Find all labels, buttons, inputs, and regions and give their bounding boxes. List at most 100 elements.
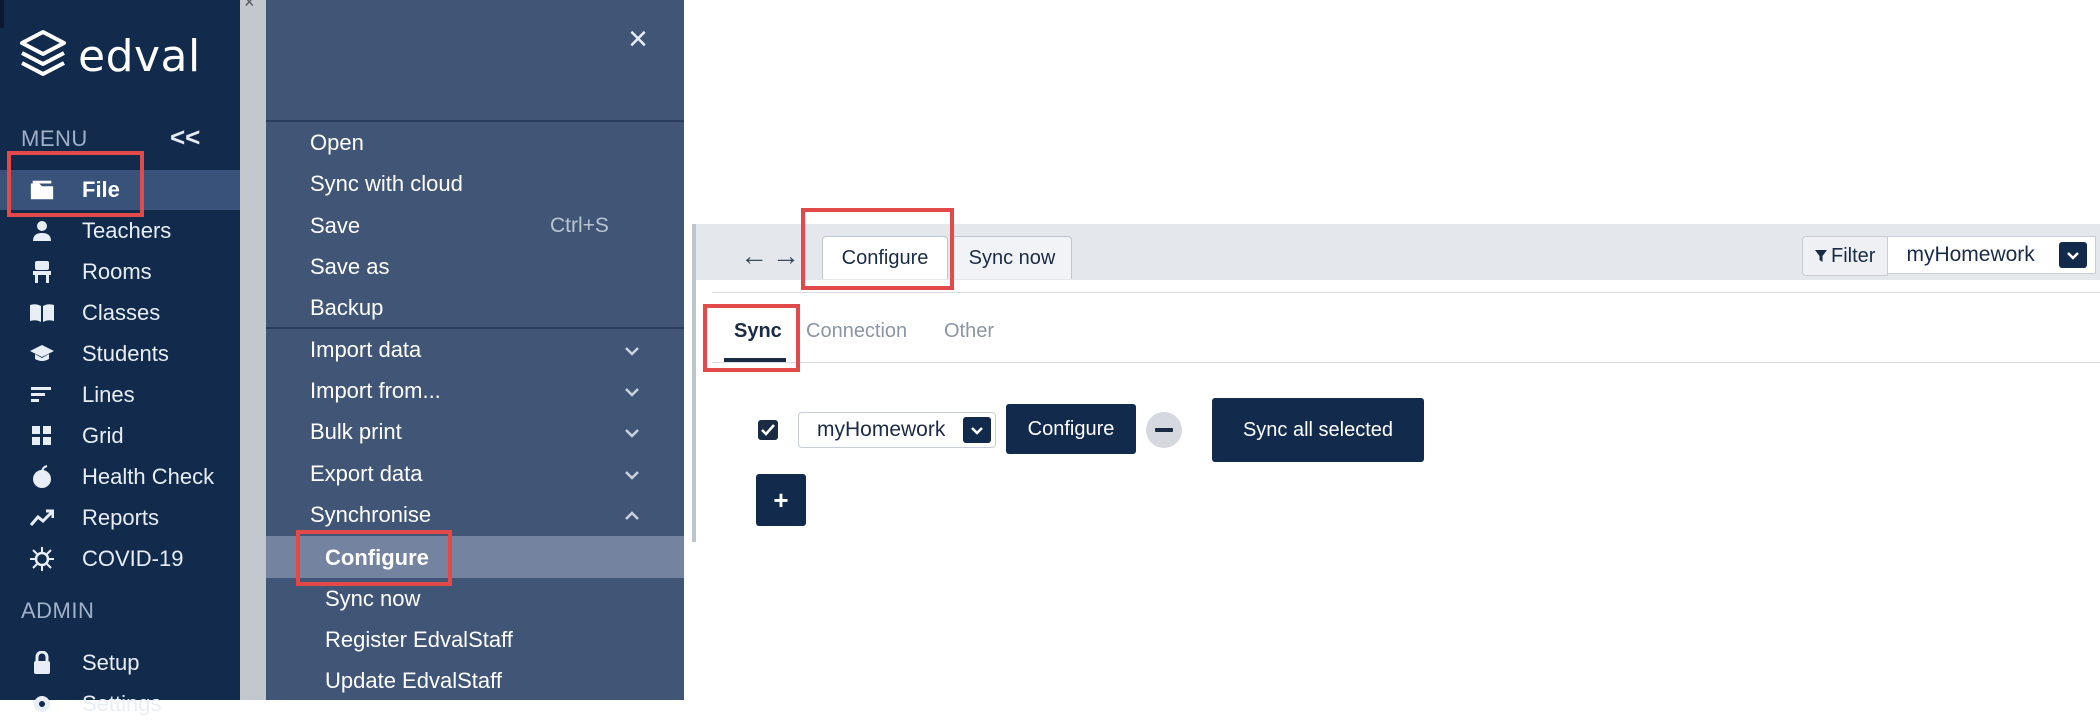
sidebar-item-label: Teachers: [82, 218, 172, 243]
submenu-active-highlight: [266, 536, 684, 578]
minus-icon: [1155, 428, 1173, 432]
chevron-down-icon: [625, 347, 639, 356]
sidebar-item-classes[interactable]: Classes: [0, 293, 240, 333]
forward-arrow-icon[interactable]: →: [772, 240, 800, 271]
sidebar-item-label: Settings: [82, 691, 162, 716]
chevron-up-icon: [625, 511, 639, 520]
sidebar-item-label: Setup: [82, 650, 140, 675]
sidebar-item-students[interactable]: Students: [0, 334, 240, 374]
lines-icon: [29, 382, 55, 408]
sidebar-item-settings[interactable]: Settings: [0, 684, 240, 724]
sidebar-item-lines[interactable]: Lines: [0, 375, 240, 415]
collapse-sidebar-button[interactable]: <<: [170, 122, 201, 152]
sidebar-item-setup[interactable]: Setup: [0, 643, 240, 683]
sidebar-item-reports[interactable]: Reports: [0, 498, 240, 538]
sync-target-value: myHomework: [817, 418, 946, 441]
tab-configure[interactable]: Configure: [822, 236, 948, 279]
filter-label: Filter: [1831, 244, 1876, 267]
chair-icon: [29, 259, 55, 285]
highlight-configure-tab: [801, 208, 954, 290]
filter-group: Filter myHomework: [1802, 236, 2097, 276]
sidebar: edval MENU << File Teachers Rooms Classe…: [0, 0, 240, 716]
divider: [266, 120, 684, 122]
sidebar-item-teachers[interactable]: Teachers: [0, 211, 240, 251]
sidebar-item-label: Students: [82, 341, 169, 366]
submenu-item-register-edvalstaff[interactable]: Register EdvalStaff: [325, 627, 513, 652]
highlight-sync-subtab: [703, 304, 800, 372]
menu-item-import-data[interactable]: Import data: [310, 337, 422, 362]
sidebar-item-label: File: [82, 177, 120, 202]
highlight-configure-submenu: [296, 530, 452, 586]
grid-icon: [29, 423, 55, 449]
folder-icon: [29, 177, 55, 203]
layers-logo-icon: [20, 30, 66, 76]
sidebar-edge: [0, 0, 4, 28]
sync-row-checkbox[interactable]: [758, 420, 778, 440]
filter-icon: [1815, 250, 1827, 262]
menu-item-bulk-print[interactable]: Bulk print: [310, 419, 402, 444]
menu-item-save-as[interactable]: Save as: [310, 254, 390, 279]
tab-sync-now[interactable]: Sync now: [952, 236, 1072, 279]
subtab-connection[interactable]: Connection: [806, 320, 908, 342]
file-menu-panel: × Open Sync with cloud Save Ctrl+S Save …: [266, 0, 684, 700]
menu-item-synchronise[interactable]: Synchronise: [310, 502, 432, 527]
sidebar-item-label: Health Check: [82, 464, 215, 489]
highlight-file: [7, 151, 144, 217]
subtabs-divider: [712, 362, 2100, 363]
filter-select-value: myHomework: [1906, 243, 2035, 266]
sidebar-item-rooms[interactable]: Rooms: [0, 252, 240, 292]
window-border: [692, 224, 696, 542]
menu-item-save[interactable]: Save: [310, 213, 361, 238]
sidebar-item-grid[interactable]: Grid: [0, 416, 240, 456]
virus-icon: [29, 546, 55, 572]
add-button[interactable]: +: [756, 474, 806, 526]
sidebar-item-file[interactable]: File: [0, 170, 240, 210]
book-icon: [29, 300, 55, 326]
lock-icon: [29, 650, 55, 676]
sidebar-item-label: Reports: [82, 505, 160, 530]
trend-icon: [29, 505, 55, 531]
sidebar-item-label: Rooms: [82, 259, 152, 284]
chevron-down-icon: [625, 388, 639, 397]
checkmark-icon: [761, 424, 775, 436]
sync-target-select[interactable]: myHomework: [798, 412, 996, 448]
configure-button[interactable]: Configure: [1006, 404, 1136, 454]
filter-select[interactable]: myHomework: [1888, 236, 2097, 274]
graduation-cap-icon: [29, 341, 55, 367]
submenu-item-update-edvalstaff[interactable]: Update EdvalStaff: [325, 668, 502, 693]
sidebar-item-label: Lines: [82, 382, 135, 407]
small-close-icon[interactable]: ×: [244, 0, 255, 12]
chevron-down-icon: [625, 471, 639, 480]
sidebar-item-label: COVID-19: [82, 546, 184, 571]
logo-text: edval: [78, 30, 201, 82]
apple-icon: [29, 464, 55, 490]
chevron-down-icon: [2059, 242, 2088, 268]
sync-all-selected-button[interactable]: Sync all selected: [1212, 398, 1424, 462]
content-area: [712, 292, 2100, 543]
subtab-other[interactable]: Other: [944, 320, 995, 342]
sidebar-item-health-check[interactable]: Health Check: [0, 457, 240, 497]
chevron-down-icon: [625, 429, 639, 438]
remove-button[interactable]: [1146, 412, 1182, 448]
submenu-item-configure[interactable]: Configure: [325, 545, 429, 570]
menu-item-sync-with-cloud[interactable]: Sync with cloud: [310, 171, 463, 196]
person-icon: [29, 218, 55, 244]
menu-item-open[interactable]: Open: [310, 130, 364, 155]
sidebar-item-label: Classes: [82, 300, 161, 325]
close-icon[interactable]: ×: [628, 20, 648, 58]
gear-icon: [29, 691, 55, 717]
menu-item-import-from[interactable]: Import from...: [310, 378, 441, 403]
admin-heading: ADMIN: [21, 598, 95, 623]
chevron-down-icon: [963, 417, 991, 443]
sidebar-item-covid-19[interactable]: COVID-19: [0, 539, 240, 579]
subtab-sync[interactable]: Sync: [734, 320, 782, 342]
menu-item-export-data[interactable]: Export data: [310, 461, 423, 486]
back-arrow-icon[interactable]: ←: [740, 240, 768, 271]
menu-item-backup[interactable]: Backup: [310, 295, 384, 320]
divider: [266, 327, 684, 329]
logo[interactable]: edval: [18, 28, 201, 84]
save-shortcut: Ctrl+S: [550, 214, 609, 237]
sidebar-item-label: Grid: [82, 423, 124, 448]
submenu-item-sync-now[interactable]: Sync now: [325, 586, 421, 611]
filter-button[interactable]: Filter: [1802, 236, 1889, 276]
